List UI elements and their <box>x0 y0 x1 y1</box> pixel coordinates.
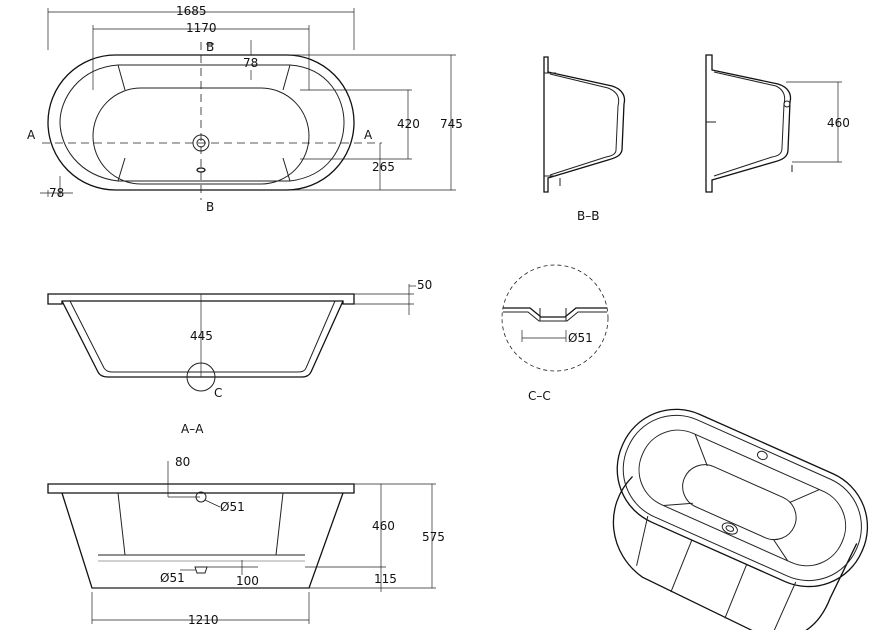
top-panel-line <box>282 64 291 91</box>
top-panel-line <box>282 157 291 182</box>
section-bb-view: 460 B–B <box>543 54 850 223</box>
dim-inner-width: 420 <box>397 117 420 131</box>
iso-overflow <box>757 450 768 461</box>
fv-panel-right <box>275 492 305 556</box>
dim-rim-thickness: 50 <box>417 278 432 292</box>
marker-b-top: B <box>206 40 214 54</box>
label-aa: A–A <box>181 422 204 436</box>
iso-basin <box>638 429 847 567</box>
iso-basin-floor <box>682 464 797 541</box>
fv-waste <box>194 566 208 574</box>
dim-rim-top: 78 <box>243 56 258 70</box>
bb-right-profile <box>705 54 792 193</box>
top-inner-rim <box>59 64 345 182</box>
dim-aa-depth: 445 <box>190 329 213 343</box>
dim-fv-waste-offset: 100 <box>236 574 259 588</box>
top-view: 1685 1170 78 78 420 745 265 A A B B <box>27 4 463 214</box>
label-cc: C–C <box>528 389 551 403</box>
bb-left-profile <box>543 56 626 193</box>
front-view: 80 Ø51 Ø51 100 460 575 115 1210 <box>47 455 445 627</box>
marker-a-left: A <box>27 128 36 142</box>
iso-rim-mid <box>622 414 862 582</box>
dim-fv-base-length: 1210 <box>188 613 219 627</box>
dim-fv-total-height: 575 <box>422 530 445 544</box>
dim-fv-waste-dia: Ø51 <box>160 571 185 585</box>
marker-b-bottom: B <box>206 200 214 214</box>
dim-overall-width: 745 <box>440 117 463 131</box>
dim-fv-overflow-dia: Ø51 <box>220 500 245 514</box>
dim-inner-length: 1170 <box>186 21 217 35</box>
dim-waste-offset: 265 <box>372 160 395 174</box>
dim-cc-waste: Ø51 <box>568 331 593 345</box>
cc-waste-profile-inner <box>503 311 607 322</box>
iso-waste <box>721 522 738 535</box>
iso-body <box>612 476 858 630</box>
top-panel-line <box>117 64 126 91</box>
dim-overall-length: 1685 <box>176 4 207 18</box>
dim-fv-inner-height: 460 <box>372 519 395 533</box>
top-panel-line <box>117 157 126 182</box>
bb-right-inner <box>713 71 786 177</box>
iso-rim-outer <box>616 408 869 588</box>
dim-rim-left: 78 <box>49 186 64 200</box>
section-aa-view: 445 C 50 A–A <box>47 278 432 436</box>
bb-overflow <box>783 100 791 108</box>
label-bb: B–B <box>577 209 599 223</box>
top-overflow <box>196 167 206 173</box>
detail-cc-view: Ø51 C–C <box>501 264 609 403</box>
marker-c: C <box>214 386 222 400</box>
cc-waste-profile <box>503 307 607 318</box>
dim-fv-overflow-top: 80 <box>175 455 190 469</box>
bb-left-inner <box>549 73 620 176</box>
fv-panel-left <box>98 492 126 556</box>
aa-tub-outer <box>61 300 344 378</box>
dim-bb-height: 460 <box>827 116 850 130</box>
dim-fv-base-height: 115 <box>374 572 397 586</box>
fv-body <box>61 492 344 589</box>
marker-a-right: A <box>364 128 373 142</box>
cc-detail-circle <box>501 264 609 372</box>
isometric-view <box>612 408 869 630</box>
aa-tub-inner <box>69 300 336 373</box>
